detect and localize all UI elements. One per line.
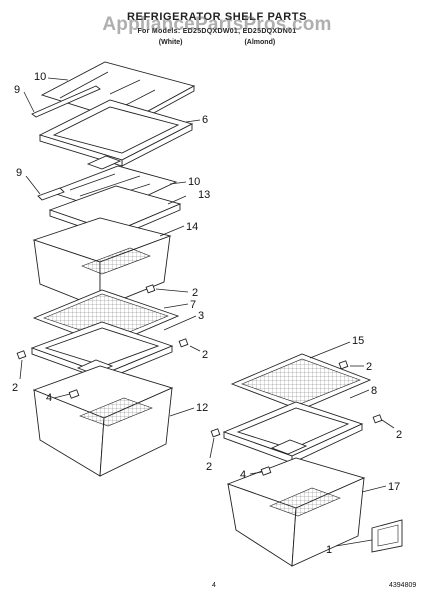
callout-1-label-holder: 1 <box>326 544 332 556</box>
callout-2-clip-a: 2 <box>192 287 198 299</box>
callout-3-frame: 3 <box>198 310 204 322</box>
shelf-trim-upper <box>31 85 101 118</box>
pan-label-holder <box>371 519 403 553</box>
callout-4-roller-left: 4 <box>46 392 52 404</box>
callout-17-pan: 17 <box>388 481 400 493</box>
callout-13-cover-frame: 13 <box>198 189 210 201</box>
callout-10-lower-glass: 10 <box>188 176 200 188</box>
callout-4-roller-right: 4 <box>240 469 246 481</box>
callout-7-grid: 7 <box>190 299 196 311</box>
watermark: AppliancePartsPros.com <box>102 14 332 35</box>
callout-2-clip-d: 2 <box>366 361 372 373</box>
leader-lines <box>19 77 395 547</box>
slide-clip-parts-right <box>210 360 383 476</box>
shelf-frame-upper <box>38 99 194 170</box>
crisper-cover-grid-right <box>230 353 372 411</box>
callout-2-clip-f: 2 <box>206 461 212 473</box>
color-white: (White) <box>158 39 183 46</box>
slide-clip-parts-left <box>16 284 189 399</box>
callout-2-clip-c: 2 <box>12 382 18 394</box>
callout-15-grid: 15 <box>352 335 364 347</box>
callout-10-upper-glass: 10 <box>34 71 46 83</box>
model-numbers: For Models: ED25DQXDW01, ED25DQXDN01 <box>137 28 297 35</box>
crisper-pan-lower <box>32 365 174 477</box>
shelf-trim-lower <box>37 187 65 201</box>
callout-14-pan: 14 <box>186 221 198 233</box>
callout-9-upper-trim: 9 <box>14 84 20 96</box>
diagram-title: REFRIGERATOR SHELF PARTS <box>126 11 308 23</box>
color-variants: (White) (Almond) <box>0 39 434 46</box>
callout-8-frame: 8 <box>371 385 377 397</box>
callout-6-frame: 6 <box>202 114 208 126</box>
callout-2-clip-e: 2 <box>396 429 402 441</box>
crisper-pan-right <box>226 457 366 567</box>
callout-9-lower-trim: 9 <box>16 167 22 179</box>
callout-2-clip-b: 2 <box>202 349 208 361</box>
callout-12-pan: 12 <box>196 402 208 414</box>
crisper-frame-right <box>222 401 364 464</box>
color-almond: (Almond) <box>244 39 276 46</box>
document-part-number: 4394809 <box>389 582 417 589</box>
crisper-pan-upper <box>32 217 172 309</box>
page-number: 4 <box>212 582 216 589</box>
